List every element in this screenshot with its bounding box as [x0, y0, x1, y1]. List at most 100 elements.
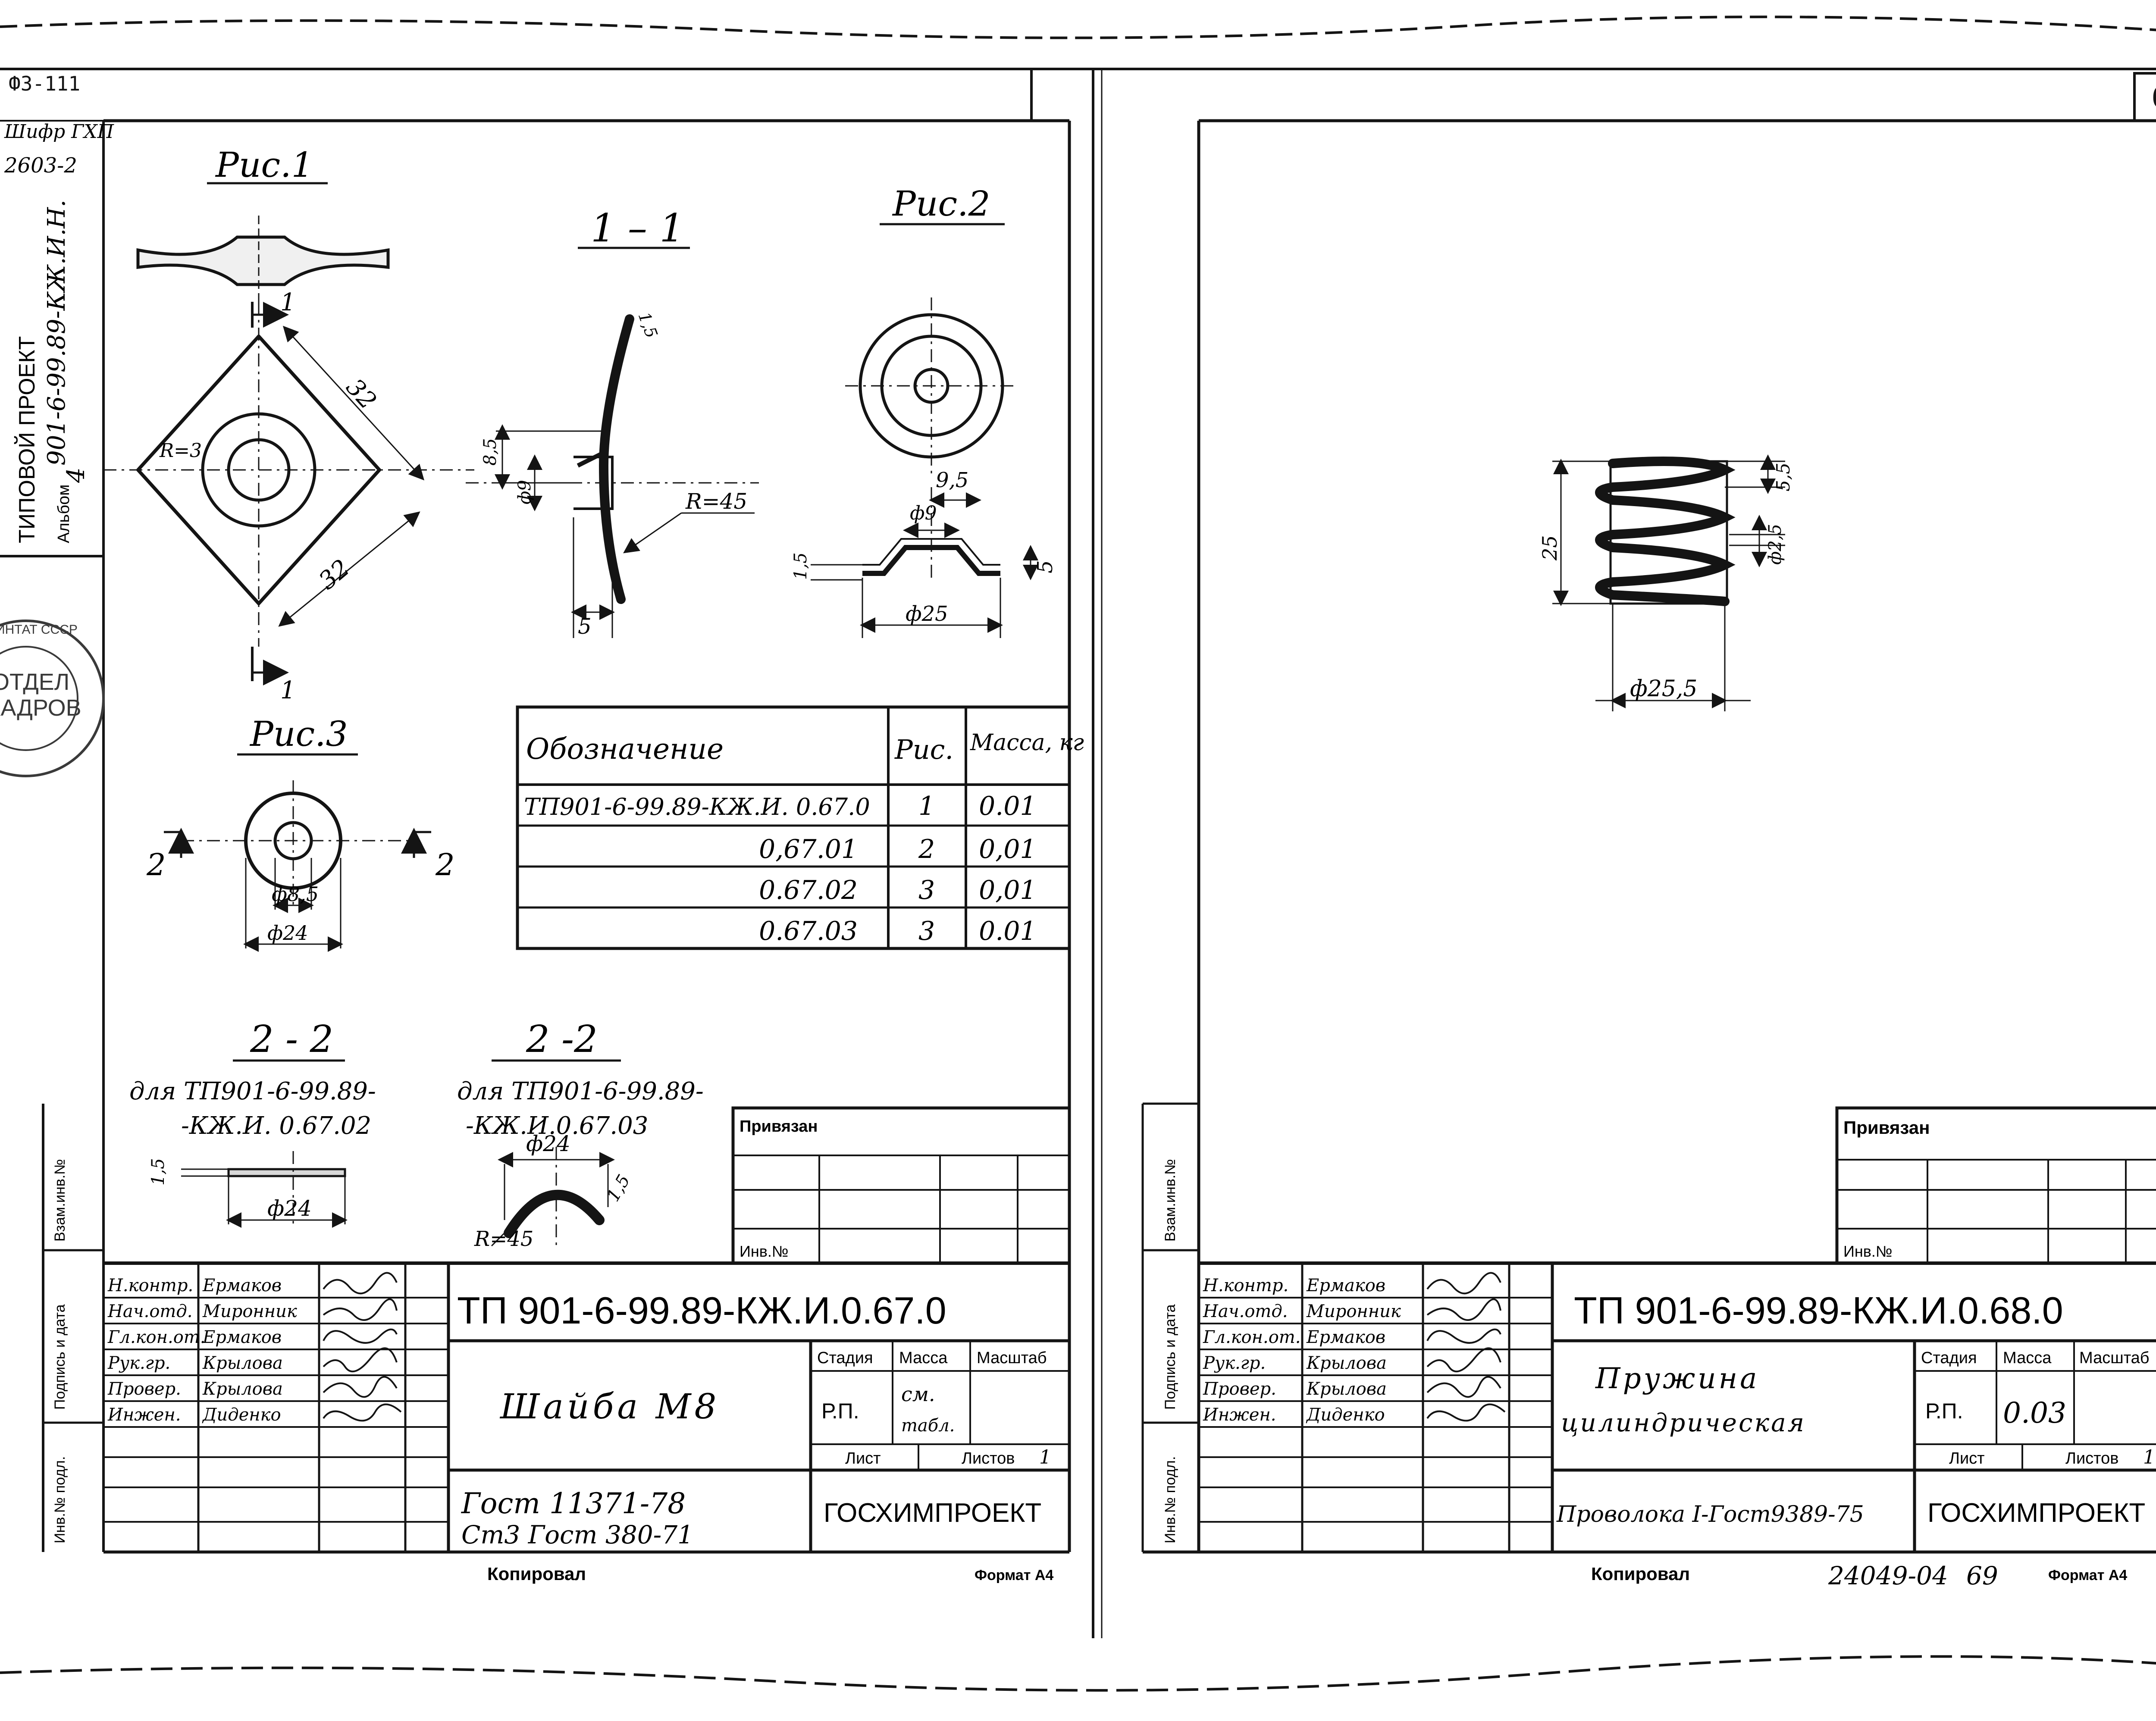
fig2-dim-15: 1,5 [791, 552, 811, 580]
right-side-label-vzam: Взам.инв.№ [1162, 1159, 1178, 1242]
right-sig-name-4: Крылова [1306, 1353, 1387, 1373]
spec-row-1-mass: 0.01 [979, 791, 1037, 821]
spec-row-3-designation: 0.67.02 [759, 875, 858, 905]
left-sig-name-1: Ермаков [202, 1276, 282, 1295]
section22a-caption-2: -КЖ.И. 0.67.02 [181, 1112, 371, 1140]
right-sheet-label: Лист [1949, 1449, 1985, 1468]
left-sheets-value: 1 [1039, 1446, 1051, 1468]
section11-dim-85: 8,5 [480, 438, 500, 466]
side-label-podpis: Подпись и дата [52, 1304, 68, 1410]
fig1-cut-mark-top: 1 [280, 288, 296, 316]
spring-dim-pitch: 5,5 [1773, 463, 1794, 491]
right-sig-name-2: Миронник [1306, 1302, 1401, 1321]
right-sig-name-1: Ермаков [1306, 1276, 1385, 1295]
fig2-title: Рис.2 [892, 184, 990, 224]
spec-row-1-designation: ТП901-6-99.89-КЖ.И. 0.67.0 [524, 793, 870, 820]
left-stage-value: Р.П. [821, 1399, 859, 1423]
right-sig-name-6: Диденко [1306, 1405, 1385, 1425]
fig3-washer [164, 780, 431, 952]
spec-row-4-fig: 3 [918, 916, 935, 946]
left-format-label: Формат А4 [975, 1567, 1053, 1583]
left-part-name: Шайба М8 [499, 1386, 720, 1427]
fig1-cut-mark-bottom: 1 [280, 676, 296, 704]
right-doc-code: ТП 901-6-99.89-КЖ.И.0.68.0 [1574, 1289, 2063, 1332]
right-mass-header: Масса [2003, 1349, 2052, 1367]
fig3-dim-phi85: ф8,5 [272, 882, 319, 906]
album-number: 4 [62, 467, 90, 483]
right-sig-name-3: Ермаков [1306, 1327, 1385, 1347]
fig2-washer-plan [845, 297, 1018, 474]
section22a-dim-phi24: ф24 [267, 1196, 312, 1221]
spring-dim-diameter: ф25,5 [1630, 676, 1697, 702]
right-title-block [1199, 1106, 2156, 1552]
right-sig-role-5: Провер. [1203, 1379, 1276, 1399]
left-doc-code: ТП 901-6-99.89-КЖ.И.0.67.0 [457, 1289, 946, 1332]
section22a-profile [181, 1151, 348, 1229]
left-stage-header: Стадия [817, 1349, 873, 1367]
right-part-name-1: Пружина [1595, 1362, 1759, 1395]
left-inv-label: Инв.№ [740, 1242, 789, 1260]
right-tied-label: Привязан [1843, 1117, 1930, 1138]
right-sig-role-4: Рук.гр. [1203, 1353, 1266, 1373]
spec-row-4-designation: 0.67.03 [759, 916, 858, 946]
left-sig-role-3: Гл.кон.от. [107, 1327, 205, 1347]
album-label: Альбом [55, 485, 73, 543]
fig2-dim-5: 5 [1033, 560, 1057, 573]
left-sig-name-2: Миронник [202, 1302, 297, 1321]
section22b-caption-2: -КЖ.И.0.67.03 [466, 1112, 648, 1140]
side-label-vzam: Взам.инв.№ [52, 1159, 68, 1242]
right-part-name-2: цилиндрическая [1561, 1408, 1806, 1437]
section22b-dim-phi24: ф24 [526, 1131, 570, 1156]
section11-title: 1 – 1 [591, 206, 684, 251]
spec-row-2-fig: 2 [918, 834, 935, 864]
project-number: 901-6-99.89-КЖ.И.Н. [43, 200, 71, 466]
right-mass-value: 0.03 [2003, 1396, 2066, 1430]
right-scale-header: Масштаб [2079, 1349, 2150, 1367]
right-inv-label: Инв.№ [1843, 1242, 1893, 1260]
right-side-label-inv: Инв.№ подл. [1162, 1456, 1178, 1543]
left-mass-value-1: см. [901, 1383, 935, 1406]
section22a-caption-1: для ТП901-6-99.89- [129, 1077, 376, 1105]
right-page-number: 69 [1966, 1561, 1998, 1590]
fig2-dim-phi9: ф9 [910, 502, 937, 524]
project-type: ТИПОВОЙ ПРОЕКТ [14, 336, 40, 543]
left-sig-role-1: Н.контр. [107, 1276, 193, 1295]
left-org-name: ГОСХИМПРОЕКТ [824, 1498, 1041, 1528]
spec-row-2-designation: 0,67.01 [759, 834, 858, 864]
right-sheets-value: 1 [2143, 1446, 2155, 1468]
section22b-radius: R=45 [474, 1227, 533, 1251]
stamp-text-2: ОТДЕЛ [0, 669, 69, 695]
spring-drawing [1552, 454, 1785, 711]
right-sig-role-1: Н.контр. [1203, 1276, 1288, 1295]
spec-header-mass: Масса, кг [970, 730, 1084, 756]
left-sheets-label: Листов [962, 1449, 1015, 1468]
right-signature-scribbles [1426, 1272, 1506, 1422]
left-mass-header: Масса [899, 1349, 948, 1367]
left-sig-name-3: Ермаков [202, 1327, 282, 1347]
left-material-1: Гост 11371-78 [461, 1487, 686, 1520]
stamp-text-3: КАДРОВ [0, 695, 81, 721]
spec-row-1-fig: 1 [918, 791, 935, 821]
left-title-block [103, 1106, 1071, 1552]
left-sig-name-5: Крылова [202, 1379, 283, 1399]
stamp-text-1: ИНТАТ СССР [0, 623, 78, 637]
right-org-name: ГОСХИМПРОЕКТ [1927, 1498, 2145, 1528]
left-material-2: Ст3 Гост 380-71 [461, 1520, 693, 1549]
left-tied-label: Привязан [740, 1117, 818, 1136]
cipher-label: Шифр ГХП [4, 121, 115, 143]
series-code: Ф3-111 [9, 72, 80, 95]
section11-radius: R=45 [685, 489, 747, 514]
fig1-washer-elevation [136, 216, 390, 302]
spring-dim-wire: ф2,5 [1765, 524, 1785, 565]
left-sig-name-6: Диденко [202, 1405, 281, 1425]
spec-header-fig: Рис. [894, 734, 953, 765]
spec-row-3-mass: 0,01 [979, 875, 1037, 905]
spec-header-designation: Обозначение [526, 732, 724, 766]
section22b-caption-1: для ТП901-6-99.89- [457, 1077, 704, 1105]
fig3-mark-left: 2 [146, 847, 166, 882]
left-copied-label: Копировал [487, 1564, 586, 1584]
right-stage-header: Стадия [1921, 1349, 1977, 1367]
stamp-seal: ИНТАТ СССР ОТДЕЛ КАДРОВ [0, 620, 105, 777]
spec-row-3-fig: 3 [918, 875, 935, 905]
right-side-label-podpis: Подпись и дата [1162, 1304, 1178, 1410]
